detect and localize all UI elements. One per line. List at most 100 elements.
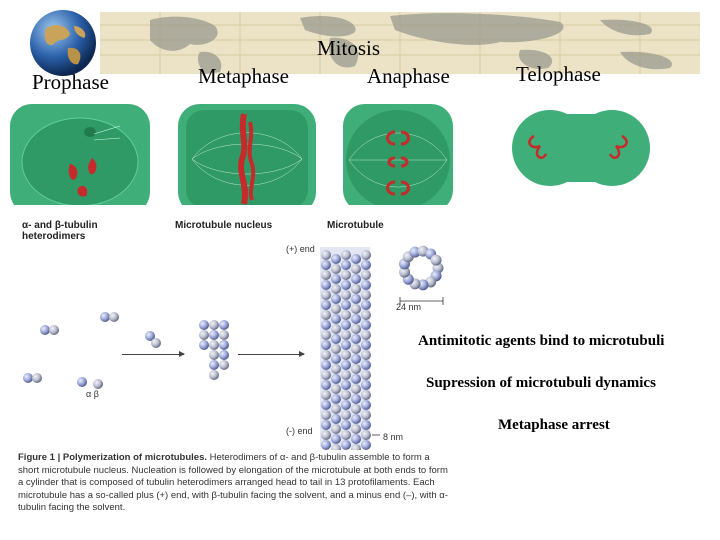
prophase-illustration xyxy=(21,117,139,207)
tubulin-subunit xyxy=(351,264,361,274)
tubulin-subunit xyxy=(361,250,371,260)
tubulin-subunit xyxy=(341,370,351,380)
tubulin-subunit xyxy=(361,440,371,450)
tubulin-subunit xyxy=(341,260,351,270)
figure-area xyxy=(0,205,450,540)
tubulin-subunit xyxy=(341,350,351,360)
prophase-cell xyxy=(10,104,150,214)
tubulin-subunit xyxy=(331,444,341,450)
protofilament-subunit xyxy=(409,246,421,258)
tubulin-subunit xyxy=(361,300,371,310)
tubulin-subunit xyxy=(341,420,351,430)
tubulin-subunit xyxy=(331,344,341,354)
tubulin-subunit xyxy=(351,304,361,314)
tubulin-subunit xyxy=(351,354,361,364)
tubulin-subunit xyxy=(321,390,331,400)
tubulin-subunit xyxy=(331,404,341,414)
tubulin-subunit xyxy=(361,340,371,350)
tubulin-subunit xyxy=(341,440,351,450)
metaphase-illustration xyxy=(186,110,308,208)
metaphase-cell xyxy=(178,104,316,214)
tubulin-subunit xyxy=(331,424,341,434)
tubulin-subunit xyxy=(321,430,331,440)
tubulin-subunit xyxy=(351,374,361,384)
tubulin-subunit xyxy=(361,420,371,430)
tubulin-subunit xyxy=(321,300,331,310)
figure-caption: Figure 1 | Polymerization of microtubule… xyxy=(18,452,448,515)
metaphase-label: Metaphase xyxy=(198,64,289,88)
tubulin-subunit xyxy=(351,284,361,294)
tubulin-subunit xyxy=(321,360,331,370)
tubulin-subunit xyxy=(321,370,331,380)
tubulin-subunit xyxy=(321,410,331,420)
tubulin-subunit xyxy=(331,364,341,374)
tubulin-subunit xyxy=(341,280,351,290)
tubulin-diagram xyxy=(23,245,444,450)
tubulin-subunit xyxy=(341,330,351,340)
tubulin-subunit xyxy=(321,400,331,410)
tubulin-subunit xyxy=(351,364,361,374)
prophase-label: Prophase xyxy=(32,70,109,94)
tubulin-subunit xyxy=(351,254,361,264)
world-map-banner xyxy=(0,0,720,90)
note-antimitotic: Antimitotic agents bind to microtubuli xyxy=(418,333,665,349)
tubulin-subunit xyxy=(321,270,331,280)
telophase-label: Telophase xyxy=(516,62,601,86)
figure-caption-body: Heterodimers of α- and β-tubulin assembl… xyxy=(18,452,448,514)
tubulin-subunit xyxy=(321,380,331,390)
tubulin-subunit xyxy=(351,314,361,324)
tubulin-subunit xyxy=(331,374,341,384)
tubulin-subunit xyxy=(321,280,331,290)
figure-caption-lead: Figure 1 | Polymerization of microtubule… xyxy=(18,452,207,463)
tubulin-subunit xyxy=(361,410,371,420)
protofilament-subunit xyxy=(417,279,429,291)
tubulin-subunit xyxy=(351,274,361,284)
tubulin-subunit xyxy=(361,430,371,440)
tubulin-subunit xyxy=(341,380,351,390)
tubulin-subunit xyxy=(331,284,341,294)
tubulin-subunit xyxy=(341,390,351,400)
minus-end-label: (-) end xyxy=(286,426,313,436)
label-nucleus: Microtubule nucleus xyxy=(175,220,273,231)
tubulin-subunit xyxy=(331,354,341,364)
tubulin-subunit xyxy=(321,330,331,340)
note-metaphase-arrest: Metaphase arrest xyxy=(498,417,610,433)
tubulin-subunit xyxy=(341,340,351,350)
free-dimers xyxy=(23,312,161,389)
protofilament-subunit xyxy=(430,254,442,266)
tubulin-subunit xyxy=(321,440,331,450)
tubulin-subunit xyxy=(331,294,341,304)
label-heterodimers: α- and β-tubulin heterodimers xyxy=(22,220,98,242)
tubulin-subunit xyxy=(351,384,361,394)
tubulin-subunit xyxy=(331,254,341,264)
tubulin-subunit xyxy=(321,290,331,300)
tubulin-subunit xyxy=(351,424,361,434)
telophase-cell xyxy=(510,84,652,214)
tubulin-subunit xyxy=(321,420,331,430)
tubulin-subunit xyxy=(341,360,351,370)
tubulin-subunit xyxy=(341,310,351,320)
tubulin-subunit xyxy=(321,350,331,360)
nucleus-stack xyxy=(199,320,229,380)
tubulin-subunit xyxy=(331,414,341,424)
microtubule-cross-section xyxy=(398,245,444,291)
tubulin-subunit xyxy=(351,414,361,424)
label-microtubule: Microtubule xyxy=(327,220,384,231)
tubulin-subunit xyxy=(361,270,371,280)
anaphase-illustration xyxy=(346,110,450,210)
note-suppression: Supression of microtubuli dynamics xyxy=(426,375,656,391)
tubulin-subunit xyxy=(331,304,341,314)
tubulin-subunit xyxy=(321,260,331,270)
alpha-beta-label: α β xyxy=(86,389,99,399)
tubulin-subunit xyxy=(361,370,371,380)
plus-end-label: (+) end xyxy=(286,244,315,254)
arrow-to-nucleus xyxy=(122,351,185,357)
tubulin-subunit xyxy=(321,310,331,320)
globe-icon xyxy=(30,10,96,76)
tubulin-subunit xyxy=(361,330,371,340)
tubulin-subunit xyxy=(321,250,331,260)
tubulin-subunit xyxy=(351,444,361,450)
telophase-illustration xyxy=(512,110,650,186)
tubulin-subunit xyxy=(331,264,341,274)
tubulin-subunit xyxy=(341,270,351,280)
